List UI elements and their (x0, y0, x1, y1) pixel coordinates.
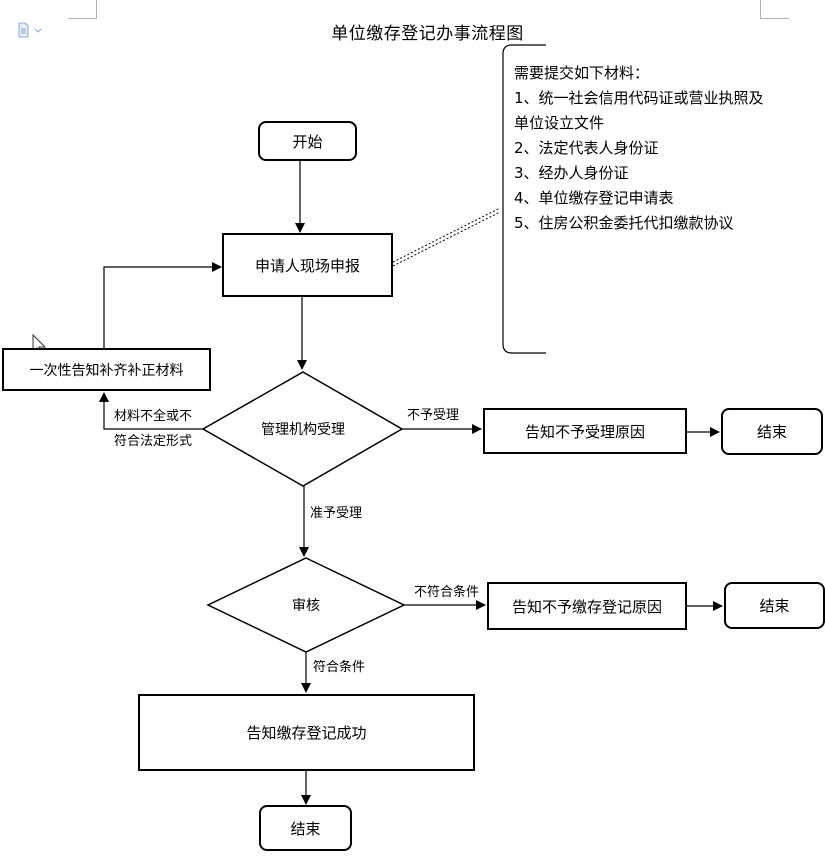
accept-diamond (201, 371, 404, 487)
document-icon (18, 22, 42, 38)
node-accept-label: 管理机构受理 (261, 422, 345, 438)
crop-mark-right (760, 0, 789, 19)
requirements-heading: 需要提交如下材料： (514, 64, 650, 82)
node-end-3: 结束 (259, 805, 352, 851)
requirements-connector (392, 207, 501, 263)
requirement-item: 单位设立文件 (514, 114, 605, 132)
edge-label-qualified: 符合条件 (313, 660, 366, 675)
node-review-label: 审核 (292, 598, 320, 614)
edge-label-not-accepted: 不予受理 (407, 408, 460, 423)
crop-mark-left (68, 0, 97, 19)
arrow-accept-to-supplement (99, 392, 203, 430)
edge-label-accepted: 准予受理 (310, 506, 363, 521)
node-apply: 申请人现场申报 (222, 233, 393, 297)
edge-label-incomplete-line1: 材料不全或不 (114, 409, 193, 424)
node-start: 开始 (258, 121, 357, 161)
requirements-list: 需要提交如下材料： 1、统一社会信用代码证或营业执照及 单位设立文件 2、法定代… (514, 61, 814, 236)
requirement-item: 5、住房公积金委托代扣缴款协议 (514, 214, 734, 232)
requirement-item: 1、统一社会信用代码证或营业执照及 (514, 89, 764, 107)
node-reject-reason: 告知不予受理原因 (483, 408, 687, 454)
requirements-brace (502, 44, 546, 354)
requirement-item: 3、经办人身份证 (514, 164, 629, 182)
requirement-item: 4、单位缴存登记申请表 (514, 189, 674, 207)
node-end-1: 结束 (721, 408, 823, 455)
edge-label-not-qualified: 不符合条件 (414, 585, 480, 600)
node-end-2: 结束 (724, 582, 825, 629)
node-success: 告知缴存登记成功 (138, 694, 475, 771)
requirement-item: 2、法定代表人身份证 (514, 139, 659, 157)
node-deny-reason: 告知不予缴存登记原因 (487, 582, 687, 630)
node-supplement: 一次性告知补齐补正材料 (2, 348, 211, 391)
arrow-supplement-to-apply (103, 262, 222, 348)
page-title: 单位缴存登记办事流程图 (331, 24, 524, 44)
edge-label-incomplete-line2: 符合法定形式 (114, 434, 193, 449)
